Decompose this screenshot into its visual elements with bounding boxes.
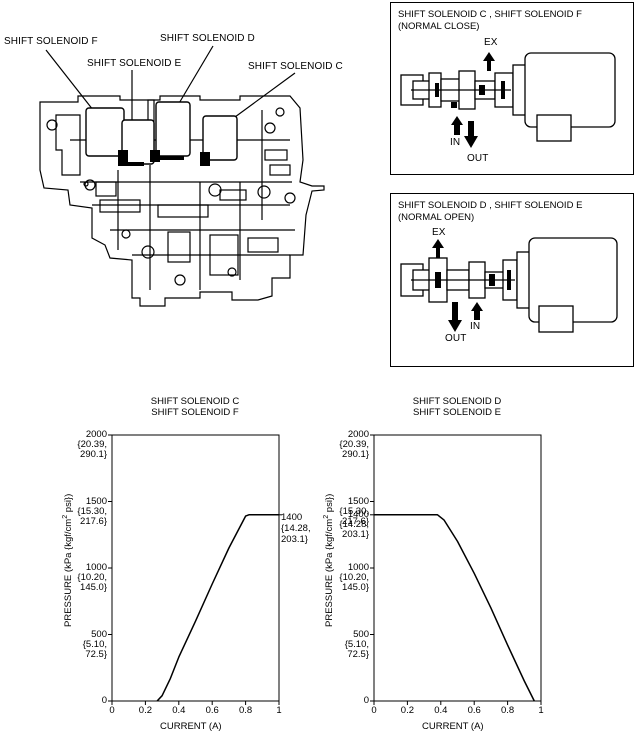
label-shift-solenoid-d: SHIFT SOLENOID D: [160, 33, 255, 44]
open-in-arrow: [471, 302, 483, 320]
chart2-xtick-label: 0.2: [400, 705, 414, 716]
inset-open-ex-label: EX: [432, 227, 446, 238]
inset-close-title-1: SHIFT SOLENOID C , SHIFT SOLENOID F: [398, 9, 582, 20]
inset-close-title-2: (NORMAL CLOSE): [398, 21, 480, 32]
solenoid-c-body: [202, 115, 238, 161]
chart2-ytick-label: 1000{10.20,145.0}: [339, 562, 369, 593]
chart1-title-line2: SHIFT SOLENOID F: [151, 407, 239, 418]
chart2-xtick-label: 0.4: [434, 705, 448, 716]
chart1-xtick-label: 0.6: [205, 705, 219, 716]
chart1-annotation: 1400 {14.28, 203.1}: [281, 512, 311, 545]
chart2-title: SHIFT SOLENOID D SHIFT SOLENOID E: [374, 396, 540, 418]
inset-open-title-1: SHIFT SOLENOID D , SHIFT SOLENOID E: [398, 200, 583, 211]
valve-body-illustration: [39, 45, 325, 307]
chart2-frame: [373, 434, 542, 702]
inset-open-in-label: IN: [470, 321, 481, 332]
chart1-ytick-label: 0: [101, 695, 107, 706]
chart2-title-line2: SHIFT SOLENOID E: [413, 407, 501, 418]
chart1-xtick-label: 0.8: [238, 705, 253, 716]
chart2-ytick-label: 2000{20.39,290.1}: [339, 429, 369, 460]
inset-close-out-label: OUT: [467, 153, 489, 164]
chart1-xtick-label: 0.4: [172, 705, 186, 716]
inset-normal-open: SHIFT SOLENOID D , SHIFT SOLENOID E (NOR…: [390, 193, 634, 367]
close-in-arrow: [451, 116, 463, 135]
close-ex-arrow: [483, 52, 495, 71]
label-shift-solenoid-e: SHIFT SOLENOID E: [87, 58, 182, 69]
inset-close-ex-label: EX: [484, 37, 498, 48]
close-arrows: [451, 52, 495, 148]
chart1-ytick-label: 2000{20.39,290.1}: [77, 429, 107, 460]
chart1-xtick-label: 1: [276, 705, 282, 716]
chart1-ytick-label: 1000{10.20,145.0}: [77, 562, 107, 593]
chart1-annotation-line1: 1400: [281, 512, 303, 523]
inset-normal-close: SHIFT SOLENOID C , SHIFT SOLENOID F (NOR…: [390, 2, 634, 175]
chart1-annotation-line3: 203.1}: [281, 534, 308, 545]
chart1-xlabel: CURRENT (A): [160, 721, 222, 732]
chart2-title-line1: SHIFT SOLENOID D: [412, 396, 502, 407]
chart2-xtick-label: 0.8: [500, 705, 515, 716]
chart1-xtick-label: 0.2: [138, 705, 152, 716]
solenoid-close-diagram: [400, 52, 616, 148]
chart1-pressure-curve: [156, 514, 279, 702]
chart1-ytick-label: 1500{15.30,217.6}: [77, 495, 107, 527]
close-out-arrow: [464, 121, 478, 148]
chart1-ytick-label: 500{5.10,72.5}: [82, 628, 107, 660]
solenoid-open-diagram: [400, 237, 618, 333]
chart1-title-line1: SHIFT SOLENOID C: [150, 396, 240, 407]
chart1-annotation-line2: {14.28,: [281, 523, 311, 534]
label-shift-solenoid-c: SHIFT SOLENOID C: [248, 61, 343, 72]
chart2-ytick-label: 1500{15.30,217.6}: [339, 495, 369, 527]
chart2-xtick-label: 1: [538, 705, 544, 716]
inset-open-out-label: OUT: [445, 333, 467, 344]
chart2-xtick-label: 0.6: [467, 705, 481, 716]
open-ex-arrow: [432, 239, 444, 258]
inset-open-title-2: (NORMAL OPEN): [398, 212, 475, 223]
chart2-xtick-label: 0: [371, 705, 377, 716]
open-arrows: [432, 239, 483, 332]
chart2-pressure-curve: [374, 514, 535, 702]
label-shift-solenoid-f: SHIFT SOLENOID F: [4, 36, 98, 47]
chart1-xtick-label: 0: [109, 705, 115, 716]
chart2-ytick-label: 0: [363, 695, 369, 706]
chart2-xlabel: CURRENT (A): [422, 721, 484, 732]
chart2-ytick-label: 1400{14.28,203.1}: [339, 508, 369, 540]
open-out-arrow: [448, 302, 462, 332]
inset-close-in-label: IN: [450, 137, 461, 148]
chart1-title: SHIFT SOLENOID C SHIFT SOLENOID F: [112, 396, 278, 418]
chart2-ytick-label: 500{5.10,72.5}: [344, 628, 369, 660]
